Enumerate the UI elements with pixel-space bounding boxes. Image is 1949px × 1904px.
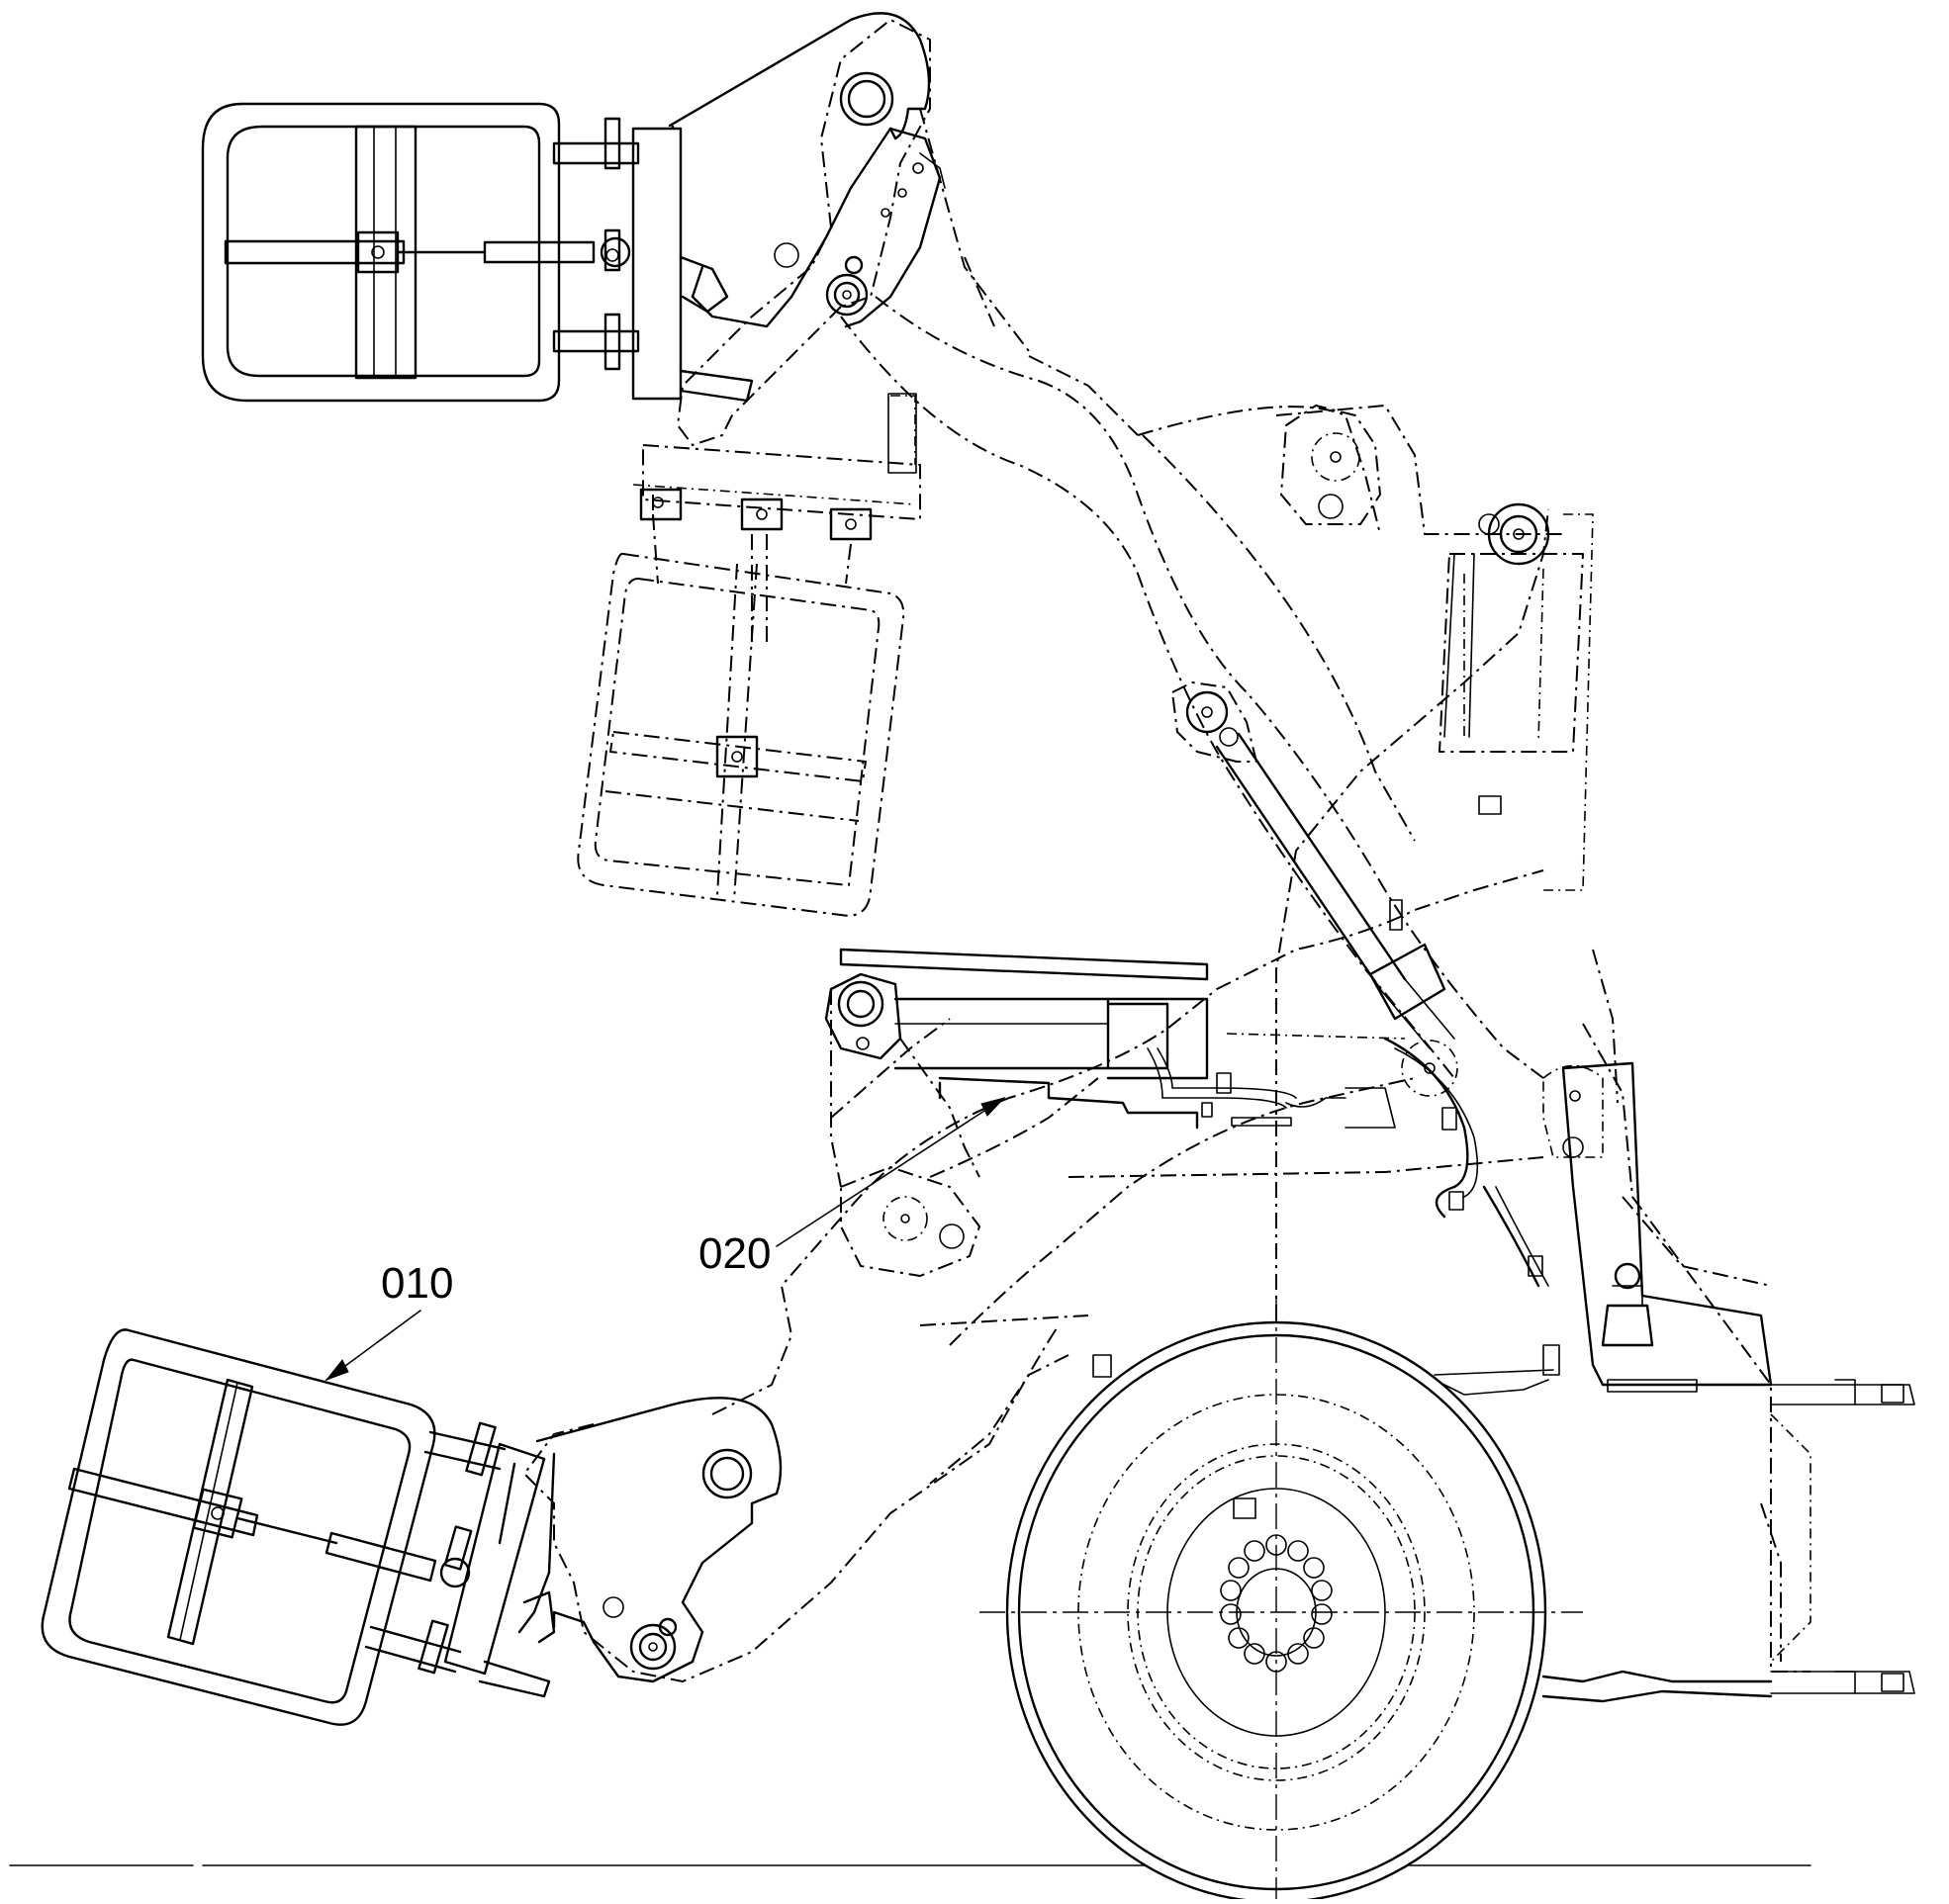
rear-pivot-lower bbox=[1542, 1061, 1773, 1393]
arm-mid-pivot bbox=[1171, 681, 1257, 763]
boom-arm-raised bbox=[677, 19, 1544, 1079]
callout-010-label: 010 bbox=[381, 1259, 453, 1308]
lift-cylinder bbox=[1215, 732, 1455, 1049]
hydraulic-hoses bbox=[1383, 1037, 1549, 1288]
mid-pivot-mount bbox=[824, 972, 980, 1188]
axle-hoses bbox=[1434, 1344, 1773, 1703]
callout-020-label: 020 bbox=[698, 1229, 771, 1278]
wheel bbox=[979, 1296, 1583, 1904]
rear-pivot-upper bbox=[1280, 405, 1381, 525]
tilt-cylinder-upper bbox=[1439, 502, 1594, 891]
callout-010: 010 bbox=[325, 1259, 453, 1382]
boom-arm-lowered bbox=[523, 869, 1544, 1682]
part-020-cylinder bbox=[839, 948, 1406, 1130]
attachment-mid bbox=[577, 393, 921, 917]
rear-hitch bbox=[1770, 1379, 1915, 1694]
callout-020: 020 bbox=[698, 1097, 1006, 1278]
attachment-raised bbox=[201, 12, 946, 403]
part-010-attachment bbox=[41, 1328, 783, 1726]
boom-pivot-plate bbox=[840, 1166, 980, 1277]
